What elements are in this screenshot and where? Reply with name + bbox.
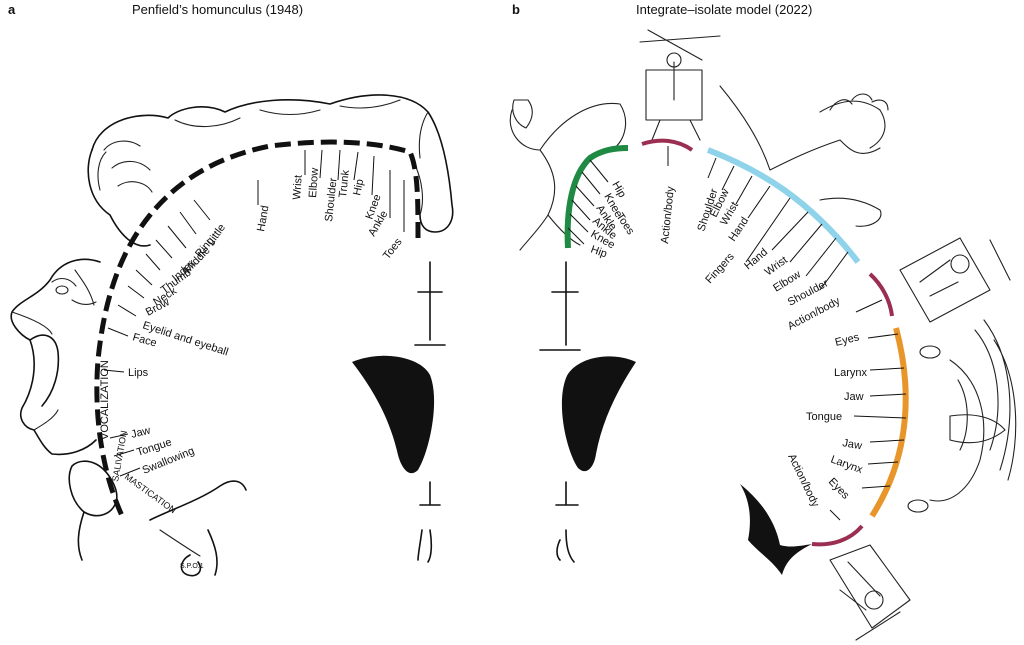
hand-arc <box>706 147 861 264</box>
mouth-label-eyes-2: Eyes <box>826 476 852 502</box>
mouth-label-larynx-2: Larynx <box>829 454 865 477</box>
label-trunk: Trunk <box>337 169 352 198</box>
panel-b-brain-section <box>539 261 812 575</box>
panel-b-letter: b <box>512 2 520 17</box>
mouth-label-jaw-1: Jaw <box>844 391 864 403</box>
artist-signature: S.P.O.1 <box>180 563 204 570</box>
homunculus-drawing <box>10 94 454 577</box>
mouth-label-jaw-2: Jaw <box>841 437 862 452</box>
label-lips: Lips <box>128 367 149 379</box>
action-label-bottom: Action/body <box>785 452 821 509</box>
mouth-arc <box>869 327 909 518</box>
panel-b-sketches <box>509 29 1017 641</box>
hand-label-fingers: Fingers <box>703 250 737 286</box>
label-jaw: Jaw <box>130 425 152 441</box>
foot-label-hip-2: Hip <box>589 244 609 261</box>
label-brow: Brow <box>144 296 172 318</box>
panel-a-letter: a <box>8 2 16 17</box>
action-label-top: Action/body <box>659 185 677 244</box>
label-toes: Toes <box>381 236 405 262</box>
panel-a: Toes Ankle Knee Hip Trunk Shoulder Elbow… <box>10 94 454 577</box>
panel-b: Hip Knee Ankle Toes Ankle Knee Hip Actio… <box>509 29 1017 641</box>
label-mastication: MASTICATION <box>123 472 178 516</box>
label-hand: Hand <box>255 205 271 233</box>
label-wrist: Wrist <box>291 175 305 201</box>
label-elbow: Elbow <box>307 167 321 198</box>
panel-a-label-ticks <box>103 149 405 477</box>
label-hip: Hip <box>351 178 366 197</box>
panel-a-title: Penfield’s homunculus (1948) <box>132 2 304 17</box>
action-arc-mid <box>868 272 894 317</box>
mouth-label-eyes-1: Eyes <box>834 331 861 349</box>
panel-b-title: Integrate–isolate model (2022) <box>636 2 813 17</box>
label-shoulder: Shoulder <box>323 177 340 222</box>
action-arc-bottom <box>811 524 864 547</box>
mouth-label-tongue: Tongue <box>806 411 842 423</box>
panel-a-brain-section <box>352 261 446 563</box>
action-arc-top <box>641 138 694 152</box>
label-vocalization: VOCALIZATION <box>99 360 111 440</box>
panel-b-label-ticks <box>567 146 907 521</box>
foot-arc <box>564 145 629 249</box>
mouth-label-larynx-1: Larynx <box>834 367 868 379</box>
